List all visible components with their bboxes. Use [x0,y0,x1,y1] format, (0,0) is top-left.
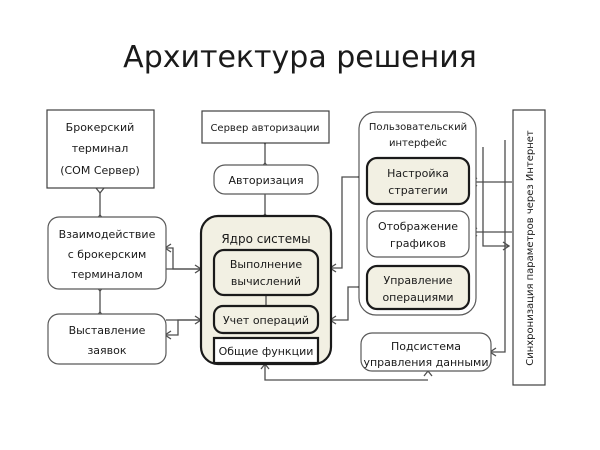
connector-interaction-order [95,285,105,318]
computation-label-line1: Выполнение [230,258,302,271]
broker-interaction-label-line3: терминалом [71,268,143,281]
authorization-label: Авторизация [228,174,303,187]
operations-management-box[interactable] [365,264,471,311]
connector-sync-to-charts [469,227,512,237]
auth-server-box[interactable] [201,110,330,144]
connector-sync-to-data-subsystem [488,140,506,357]
connector-broker-terminal-interaction [95,187,105,221]
node-broker-interaction[interactable]: Взаимодействие с брокерским терминалом [47,216,167,290]
node-data-subsystem[interactable]: Подсистема управления данными [360,332,492,372]
data-subsystem-box[interactable] [360,332,492,372]
node-broker-terminal[interactable]: Брокерский терминал (COM Сервер) [46,109,155,189]
operations-management-label-line2: операциями [382,291,453,304]
node-strategy-settings[interactable]: Настройка стратегии [365,156,471,206]
connector-sync-to-strategy [469,177,512,187]
connector-order-to-accounting [166,315,203,325]
broker-terminal-label-line2: терминал [72,142,129,155]
page-title: Архитектура решения [123,40,477,75]
connector-interaction-to-computation [166,264,203,274]
chart-display-label-line1: Отображение [378,220,458,233]
order-placement-box[interactable] [47,313,167,365]
broker-terminal-box[interactable] [46,109,155,189]
data-subsystem-label-line2: управления данными [363,356,488,369]
node-order-placement[interactable]: Выставление заявок [47,313,167,365]
node-authorization[interactable]: Авторизация [213,164,319,195]
node-user-interface[interactable]: Пользовательский интерфейс Настройка стр… [358,111,477,316]
computation-label-line2: вычислений [231,275,301,288]
data-subsystem-label-line1: Подсистема [391,340,461,353]
chart-display-box[interactable] [366,210,470,258]
operations-accounting-label: Учет операций [223,314,309,327]
order-placement-label-line1: Выставление [69,324,146,337]
broker-interaction-label-line2: с брокерским [68,248,147,261]
strategy-settings-label-line1: Настройка [387,167,449,180]
node-system-core[interactable]: Ядро системы Выполнение вычислений Учет … [199,214,333,366]
order-placement-label-line2: заявок [87,344,126,357]
user-interface-title-line2: интерфейс [389,138,447,149]
strategy-settings-box[interactable] [365,156,471,206]
authorization-box[interactable] [213,164,319,195]
node-chart-display[interactable]: Отображение графиков [366,210,470,258]
auth-server-label: Сервер авторизации [210,123,319,134]
internet-sync-box[interactable] [512,109,546,386]
system-core-title: Ядро системы [221,232,310,246]
node-auth-server[interactable]: Сервер авторизации [201,110,330,144]
broker-interaction-label-line1: Взаимодействие [59,228,156,241]
computation-box[interactable] [212,248,320,297]
node-operations-accounting[interactable]: Учет операций [212,304,320,335]
broker-interaction-box[interactable] [47,216,167,290]
node-operations-management[interactable]: Управление операциями [365,264,471,311]
internet-sync-label: Синхронизация параметров через Интернет [525,130,536,366]
broker-terminal-label-line1: Брокерский [66,121,135,134]
operations-management-label-line1: Управление [383,274,452,287]
node-internet-sync[interactable]: Синхронизация параметров через Интернет [512,109,546,386]
common-functions-box[interactable] [212,336,320,365]
node-computation[interactable]: Выполнение вычислений [212,248,320,297]
operations-accounting-box[interactable] [212,304,320,335]
common-functions-label: Общие функции [219,345,314,358]
strategy-settings-label-line2: стратегии [388,184,447,197]
broker-terminal-label-line3: (COM Сервер) [60,164,140,177]
node-common-functions[interactable]: Общие функции [212,336,320,365]
chart-display-label-line2: графиков [390,237,446,250]
user-interface-title-line1: Пользовательский [369,122,467,133]
